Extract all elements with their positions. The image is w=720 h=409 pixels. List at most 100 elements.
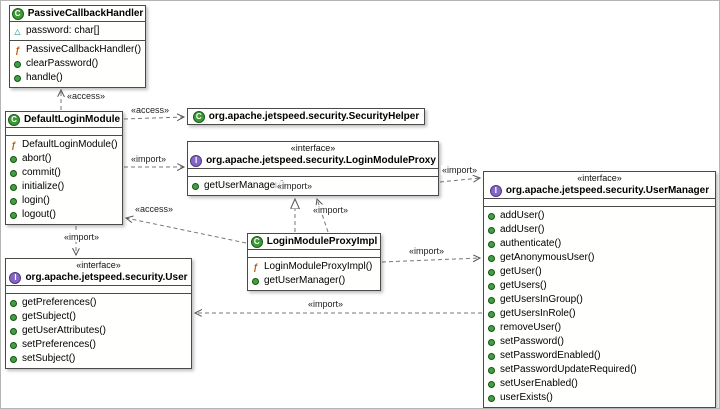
class-title-row: I org.apache.jetspeed.security.UserManag… [487,184,712,197]
edge-import-loginmoduleproxyimpl-to-usermanager [381,258,480,263]
edge-label-import: «import» [408,246,446,256]
member-label: handle() [26,72,63,83]
method-icon [488,394,495,402]
member-label: setPassword() [500,336,564,347]
member-label: getUsersInRole() [500,308,576,319]
member-label: getUsers() [500,280,547,291]
method-icon [488,282,495,290]
method-icon [14,74,21,82]
member-label: clearPassword() [26,58,99,69]
member-label: getUserManager() [264,275,346,286]
member-label: getUsersInGroup() [500,294,583,305]
constructor-icon: ƒ [252,261,258,272]
member-label: login() [22,195,50,206]
edge-label-access: «access» [66,91,107,101]
method-icon [14,60,21,68]
member-label: setPasswordEnabled() [500,350,601,361]
method-row: commit() [9,166,119,180]
method-icon [10,169,17,177]
class-title-row: C LoginModuleProxyImpl [248,234,380,249]
edge-label-import: «import» [312,205,350,215]
method-icon [488,380,495,388]
member-label: getSubject() [22,311,76,322]
attribute-row: △ password: char[] [13,24,142,38]
edge-import-loginmoduleproxy-to-usermanager [439,178,480,182]
member-label: removeUser() [500,322,562,333]
method-icon [488,296,495,304]
method-icon [488,240,495,248]
attributes-compartment [6,127,122,135]
member-label: commit() [22,167,61,178]
attributes-compartment [188,168,438,176]
method-icon [488,212,495,220]
class-title-row: C PassiveCallbackHandler [10,6,145,21]
method-row: getUsers() [487,279,712,293]
method-row: setPreferences() [9,338,188,352]
method-icon [488,310,495,318]
class-icon: C [250,235,263,248]
method-icon [488,254,495,262]
method-icon [10,355,17,363]
attribute-icon: △ [14,26,21,36]
method-row: initialize() [9,180,119,194]
edge-label-import: «import» [441,165,479,175]
interface-header: «interface» I org.apache.jetspeed.securi… [188,142,438,168]
method-icon [10,155,17,163]
method-row: addUser() [487,209,712,223]
class-box-passivecallbackhandler: C PassiveCallbackHandler △ password: char… [9,5,146,88]
method-icon [488,366,495,374]
method-row: getUsersInRole() [487,307,712,321]
method-icon [10,183,17,191]
interface-header: «interface» I org.apache.jetspeed.securi… [484,172,715,198]
stereotype-label: «interface» [290,143,336,153]
interface-icon: I [489,184,502,197]
attributes-compartment [6,285,191,293]
method-row: getPreferences() [9,296,188,310]
method-icon [10,197,17,205]
class-name: DefaultLoginModule [23,114,121,125]
edge-access-loginmoduleproxyimpl-to-defaultloginmodule [126,218,247,244]
method-row: getAnonymousUser() [487,251,712,265]
member-label: getPreferences() [22,297,97,308]
interface-name: org.apache.jetspeed.security.LoginModule… [206,155,436,166]
interface-header: «interface» I org.apache.jetspeed.securi… [6,259,191,285]
method-row: getUser() [487,265,712,279]
member-label: getUserAttributes() [22,325,106,336]
method-row: setSubject() [9,352,188,366]
method-row: setPasswordUpdateRequired() [487,363,712,377]
attributes-compartment: △ password: char[] [10,21,145,40]
method-row: getSubject() [9,310,188,324]
method-row: clearPassword() [13,57,142,71]
member-label: password: char[] [26,25,100,36]
interface-name: org.apache.jetspeed.security.UserManager [505,185,710,196]
member-label: logout() [22,209,56,220]
class-box-securityhelper: C org.apache.jetspeed.security.SecurityH… [187,108,425,125]
interface-box-usermanager: «interface» I org.apache.jetspeed.securi… [483,171,716,408]
method-row: setUserEnabled() [487,377,712,391]
class-icon: C [192,110,205,123]
member-label: getUserManager() [204,180,286,191]
member-label: getUser() [500,266,542,277]
method-row: login() [9,194,119,208]
method-icon [10,327,17,335]
stereotype-label: «interface» [577,173,622,183]
attributes-compartment [248,249,380,257]
method-icon [488,324,495,332]
method-row: abort() [9,152,119,166]
method-icon [10,341,17,349]
member-label: userExists() [500,392,553,403]
method-row: setPasswordEnabled() [487,349,712,363]
edge-label-import: «import» [307,299,345,309]
method-icon [10,211,17,219]
class-icon: C [7,113,20,126]
class-name: org.apache.jetspeed.security.SecurityHel… [208,111,420,122]
